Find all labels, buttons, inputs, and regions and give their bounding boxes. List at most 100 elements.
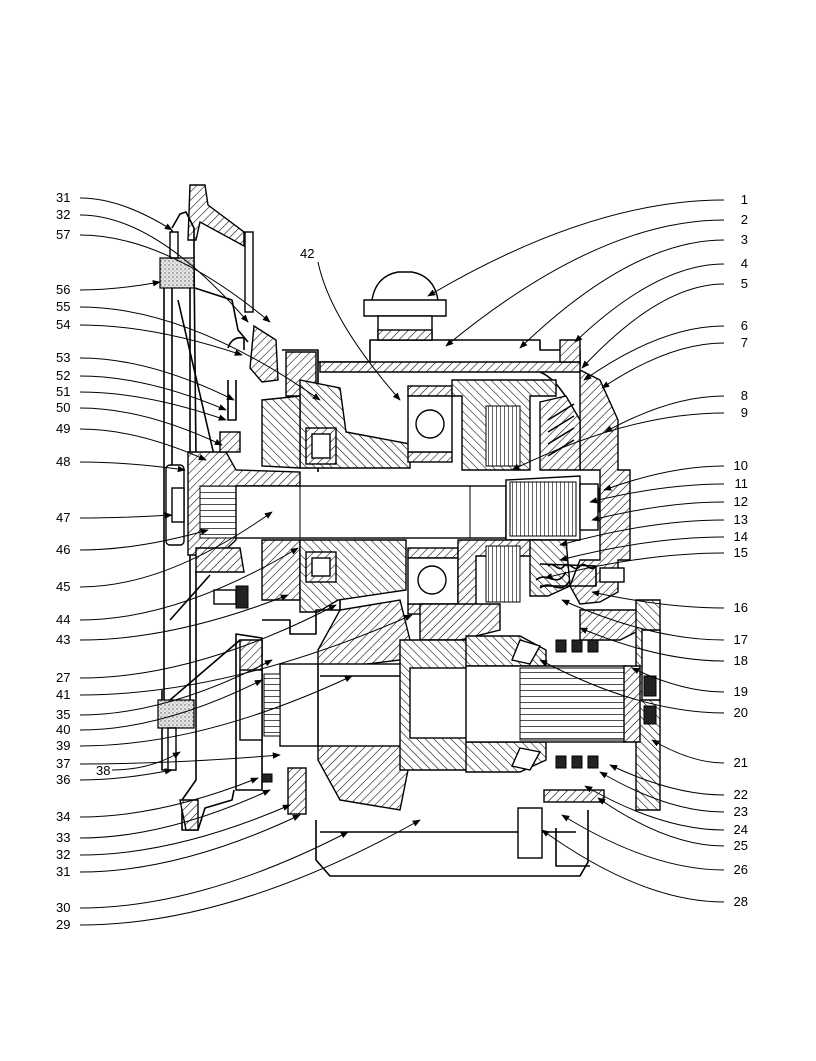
- callout-leader-53: [79, 357, 235, 401]
- callout-leader-27: [79, 604, 337, 679]
- callout-leader-1: [427, 199, 725, 297]
- callout-38: 38: [96, 751, 181, 778]
- callout-leader-32: [79, 214, 249, 323]
- callout-label-32: 32: [56, 207, 70, 222]
- callout-leader-31: [79, 814, 301, 873]
- callout-label-6: 6: [741, 318, 748, 333]
- callout-leader-2: [445, 219, 725, 347]
- callout-label-31: 31: [56, 864, 70, 879]
- input-hub: [165, 451, 301, 573]
- callout-label-26: 26: [734, 862, 748, 877]
- callout-leader-5: [581, 283, 725, 369]
- callout-label-36: 36: [56, 772, 70, 787]
- callout-leader-52: [79, 375, 227, 411]
- callout-label-33: 33: [56, 830, 70, 845]
- callout-leader-17: [561, 599, 725, 641]
- callout-label-41: 41: [56, 687, 70, 702]
- clutch-pack-upper: [451, 379, 581, 471]
- callout-leader-33: [79, 789, 271, 839]
- callout-label-24: 24: [734, 822, 748, 837]
- callout-label-29: 29: [56, 917, 70, 932]
- callout-label-23: 23: [734, 804, 748, 819]
- callout-label-53: 53: [56, 350, 70, 365]
- callout-leader-21: [651, 739, 725, 764]
- callout-label-44: 44: [56, 612, 70, 627]
- callout-label-55: 55: [56, 299, 70, 314]
- callout-leader-6: [583, 325, 725, 381]
- callout-label-11: 11: [735, 476, 749, 491]
- callout-leader-42: [317, 261, 401, 401]
- callout-label-38: 38: [96, 763, 110, 778]
- callout-label-20: 20: [734, 705, 748, 720]
- callout-leader-51: [79, 391, 227, 421]
- drain-plug: [261, 767, 605, 867]
- callout-label-49: 49: [56, 421, 70, 436]
- callout-label-18: 18: [734, 653, 748, 668]
- callout-label-17: 17: [734, 632, 748, 647]
- callout-label-48: 48: [56, 454, 70, 469]
- callout-label-32: 32: [56, 847, 70, 862]
- callout-label-4: 4: [741, 256, 748, 271]
- callout-label-8: 8: [741, 388, 748, 403]
- callout-leader-36: [79, 768, 173, 781]
- callout-leader-45: [79, 511, 273, 588]
- callout-label-22: 22: [734, 787, 748, 802]
- callout-label-13: 13: [734, 512, 748, 527]
- callout-label-15: 15: [734, 545, 748, 560]
- callout-leader-24: [584, 785, 725, 831]
- callout-label-35: 35: [56, 707, 70, 722]
- callout-label-56: 56: [56, 282, 70, 297]
- intermediate-gear: [261, 539, 625, 615]
- callout-leader-56: [79, 280, 161, 291]
- callout-label-7: 7: [741, 335, 748, 350]
- callout-leader-50: [79, 407, 223, 446]
- callout-leader-41: [79, 614, 413, 696]
- callout-leader-55: [79, 306, 321, 401]
- callout-leader-3: [519, 239, 725, 349]
- callouts-right: 1234567891011121314151617181920212223242…: [427, 192, 749, 909]
- callout-leader-23: [599, 771, 725, 813]
- callout-label-42: 42: [300, 246, 314, 261]
- callout-label-50: 50: [56, 400, 70, 415]
- callout-leader-31: [79, 197, 173, 231]
- callout-label-30: 30: [56, 900, 70, 915]
- callout-leader-30: [79, 831, 349, 909]
- callout-leader-35: [79, 659, 273, 716]
- transmission-drawing: [157, 184, 661, 877]
- callout-leader-18: [579, 627, 725, 662]
- callout-leader-43: [79, 594, 289, 641]
- callout-leader-57: [79, 234, 271, 323]
- input-shaft: [235, 475, 605, 541]
- callout-label-10: 10: [734, 458, 748, 473]
- callout-label-19: 19: [734, 684, 748, 699]
- left-mounting-flange: [161, 184, 254, 831]
- callout-label-31: 31: [56, 190, 70, 205]
- callouts-left: 3132575655545352515049484746454443274135…: [56, 190, 421, 932]
- callout-label-37: 37: [56, 756, 70, 771]
- output-gear: [263, 599, 471, 811]
- callout-leader-19: [631, 667, 725, 693]
- callout-leader-14: [559, 536, 725, 562]
- callout-label-16: 16: [734, 600, 748, 615]
- callout-label-1: 1: [741, 192, 748, 207]
- callout-label-21: 21: [734, 755, 748, 770]
- callout-leader-13: [559, 519, 725, 547]
- output-bearing: [465, 635, 641, 773]
- callout-leader-25: [597, 797, 725, 847]
- callout-leader-40: [79, 679, 263, 731]
- callout-label-39: 39: [56, 738, 70, 753]
- callout-leader-48: [79, 461, 186, 473]
- callout-label-46: 46: [56, 542, 70, 557]
- callout-label-27: 27: [56, 670, 70, 685]
- callout-label-57: 57: [56, 227, 70, 242]
- callout-leader-32: [79, 804, 291, 856]
- callout-label-40: 40: [56, 722, 70, 737]
- callout-label-9: 9: [741, 405, 748, 420]
- callout-leader-46: [79, 528, 209, 551]
- callout-leader-47: [79, 512, 173, 519]
- callout-42: 42: [300, 246, 401, 401]
- callout-leader-34: [79, 777, 259, 818]
- callout-leader-12: [591, 501, 725, 522]
